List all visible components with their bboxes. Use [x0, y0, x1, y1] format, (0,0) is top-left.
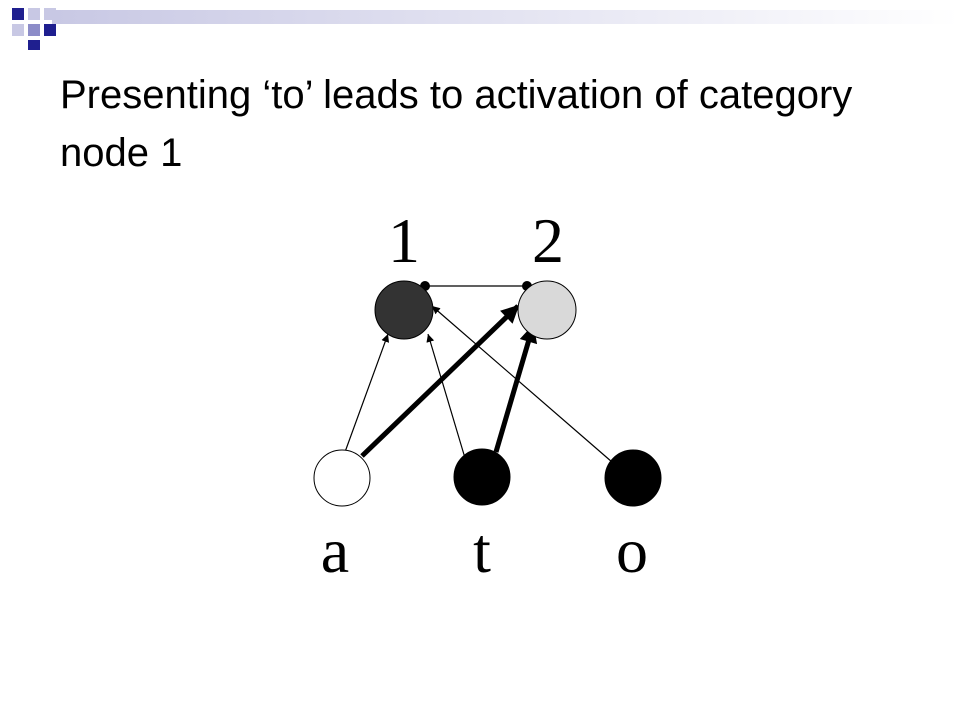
deco-square: [28, 40, 40, 50]
deco-square: [12, 8, 24, 20]
connection-a-c1: [344, 333, 390, 453]
deco-square: [12, 24, 24, 36]
connection-o-c1: [431, 305, 613, 463]
connections-group: [344, 304, 613, 463]
node-c2: [517, 280, 577, 340]
corner-decoration: [12, 8, 960, 50]
node-a: [313, 449, 371, 507]
node-c1: [374, 280, 434, 340]
connection-t-c1: [426, 333, 466, 459]
connection-t-c2: [493, 324, 538, 453]
header-bar: [52, 10, 960, 24]
nodes-group: [313, 280, 662, 507]
slide-title: Presenting ‘to’ leads to activation of c…: [60, 73, 853, 175]
input-node-t-label: t: [473, 515, 491, 586]
node-t: [453, 448, 511, 506]
input-node-o-label: o: [616, 515, 648, 586]
deco-square: [28, 24, 40, 36]
deco-square: [44, 24, 56, 36]
category-node-2-label: 2: [532, 205, 564, 276]
category-node-1-label: 1: [388, 205, 420, 276]
deco-square: [44, 8, 56, 20]
input-node-a-label: a: [321, 515, 349, 586]
node-o: [604, 449, 662, 507]
connection-a-c2: [360, 304, 520, 458]
deco-square: [28, 8, 40, 20]
